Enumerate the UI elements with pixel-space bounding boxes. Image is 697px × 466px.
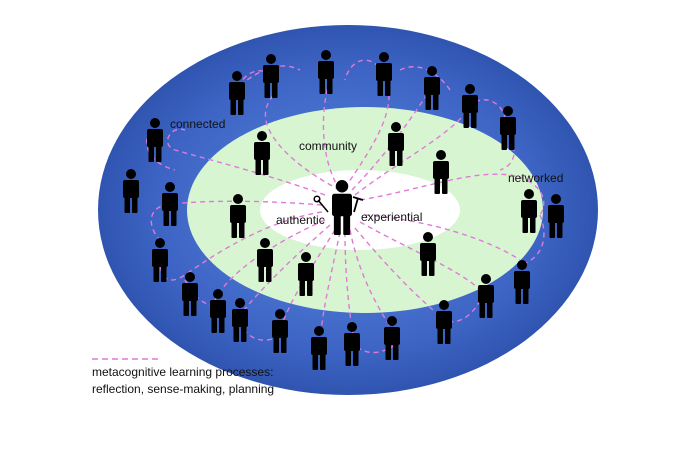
label-experiential: experiential (361, 210, 423, 224)
dashed-path (499, 129, 515, 171)
dashed-path (364, 214, 521, 261)
dashed-path (150, 200, 323, 241)
dashed-path (359, 221, 481, 291)
legend-dashed-line (92, 358, 160, 360)
label-authentic: authentic (276, 213, 325, 227)
dashed-path (359, 173, 545, 216)
inner-ring-authentic (260, 170, 460, 250)
wrench-icon (313, 195, 329, 213)
label-connected: connected (170, 117, 226, 131)
label-community: community (299, 139, 358, 153)
hammer-icon (352, 196, 364, 213)
dashed-path (239, 70, 341, 191)
label-networked: networked (508, 171, 564, 185)
dashed-path (344, 231, 356, 346)
dashed-path (349, 229, 396, 336)
dashed-path (354, 99, 507, 196)
legend-text: metacognitive learning processes: reflec… (92, 365, 275, 396)
